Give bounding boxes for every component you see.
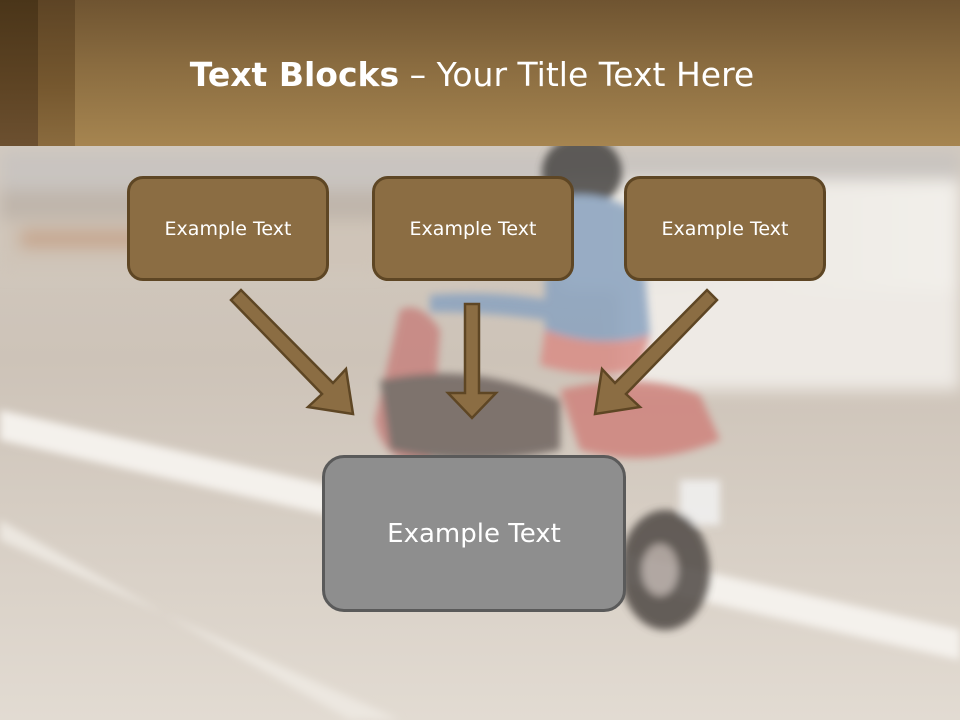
text-block-2[interactable]: Example Text xyxy=(372,176,574,281)
text-block-3[interactable]: Example Text xyxy=(624,176,826,281)
text-block-label: Example Text xyxy=(164,217,292,240)
slide-title: Text Blocks – Your Title Text Here xyxy=(0,52,944,98)
header-accent-strip xyxy=(38,0,75,146)
text-block-1[interactable]: Example Text xyxy=(127,176,329,281)
slide-title-bold: Text Blocks xyxy=(189,55,400,94)
result-text-block-label: Example Text xyxy=(387,518,561,549)
slide-title-rest: – Your Title Text Here xyxy=(399,55,755,94)
result-text-block[interactable]: Example Text xyxy=(322,455,626,612)
text-block-label: Example Text xyxy=(409,217,537,240)
header-accent-strip xyxy=(0,0,38,146)
text-block-label: Example Text xyxy=(661,217,789,240)
header-band xyxy=(0,0,960,146)
